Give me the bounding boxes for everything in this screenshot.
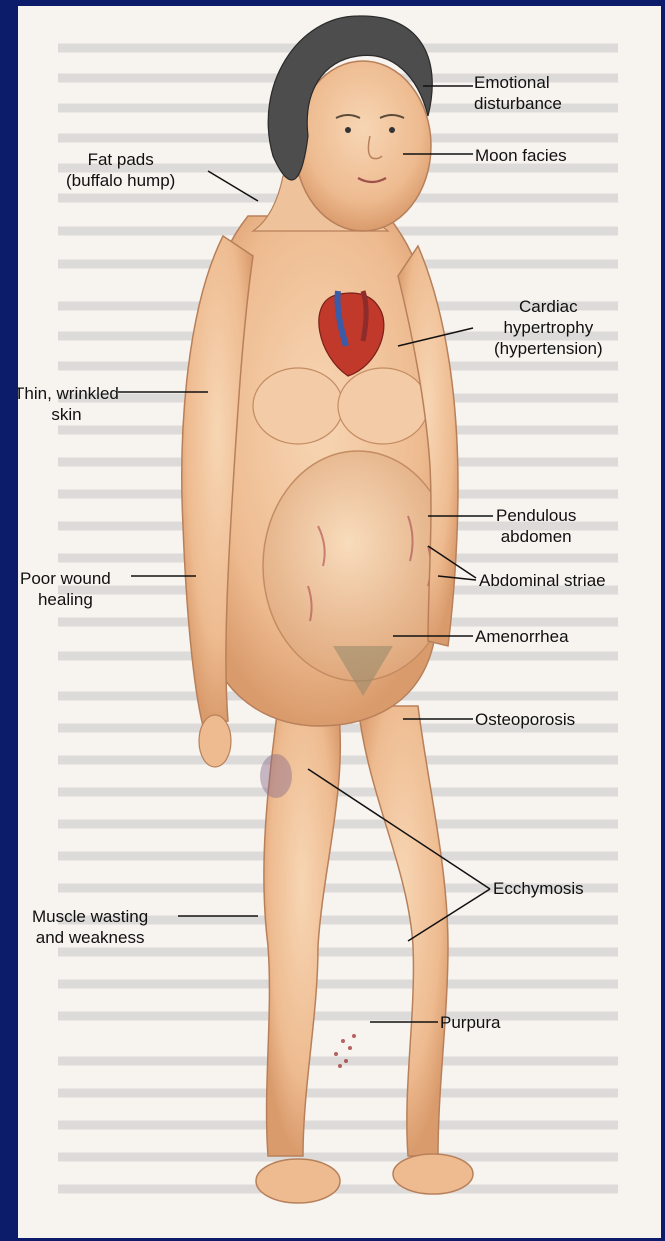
right-hand (199, 715, 231, 767)
left-foot (393, 1154, 473, 1194)
label-poor-wound-healing: Poor wound healing (20, 568, 111, 610)
right-foot (256, 1159, 340, 1203)
label-fat-pads: Fat pads (buffalo hump) (66, 149, 175, 191)
label-osteoporosis: Osteoporosis (475, 709, 575, 730)
left-breast (338, 368, 428, 444)
label-thin-wrinkled-skin: Thin, wrinkled skin (18, 383, 119, 425)
label-pendulous-abdomen: Pendulous abdomen (496, 505, 576, 547)
label-amenorrhea: Amenorrhea (475, 626, 569, 647)
label-ecchymosis: Ecchymosis (493, 878, 584, 899)
label-cardiac-hypertrophy: Cardiac hypertrophy (hypertension) (494, 296, 603, 359)
label-abdominal-striae: Abdominal striae (479, 570, 606, 591)
ecchymosis-bruise (260, 754, 292, 798)
left-eye (389, 127, 395, 133)
right-breast (253, 368, 343, 444)
right-eye (345, 127, 351, 133)
label-emotional-disturbance: Emotional disturbance (474, 72, 562, 114)
label-muscle-wasting: Muscle wasting and weakness (32, 906, 148, 948)
label-moon-facies: Moon facies (475, 145, 567, 166)
illustration-panel: Emotional disturbance Fat pads (buffalo … (18, 6, 661, 1238)
label-purpura: Purpura (440, 1012, 500, 1033)
